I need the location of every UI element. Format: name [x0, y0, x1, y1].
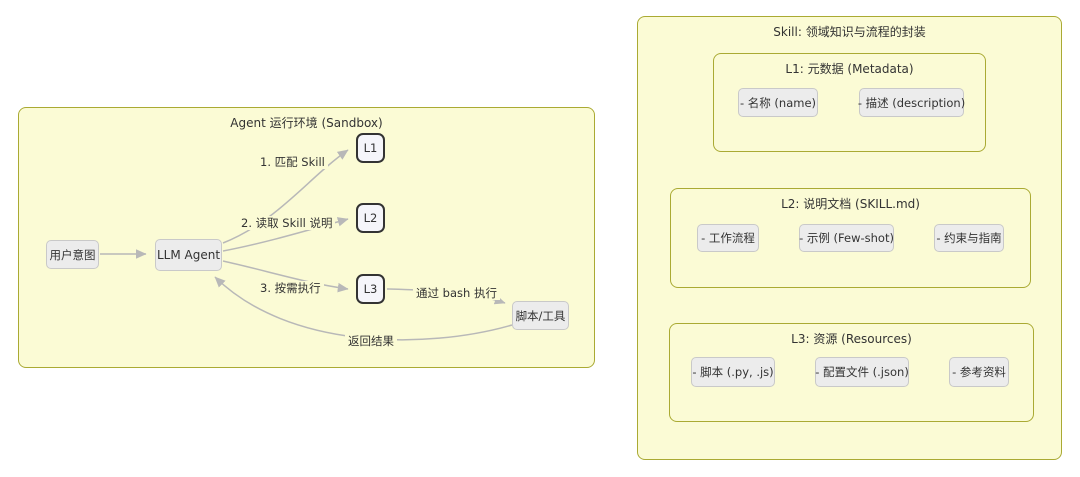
edge-label-via-bash: 通过 bash 执行	[413, 286, 500, 300]
skill-l1-section-title: L1: 元数据 (Metadata)	[785, 62, 914, 76]
node-skill-constraints: - 约束与指南	[934, 224, 1004, 252]
node-skill-scripts: - 脚本 (.py, .js)	[691, 357, 775, 387]
node-script-tool: 脚本/工具	[512, 301, 569, 330]
skill-l3-section-title: L3: 资源 (Resources)	[791, 332, 912, 346]
node-skill-reference: - 参考资料	[949, 357, 1009, 387]
edge-label-exec-on-demand: 3. 按需执行	[257, 281, 324, 295]
edge-label-read-skill: 2. 读取 Skill 说明	[238, 216, 336, 230]
node-llm-agent: LLM Agent	[155, 239, 222, 271]
skill-cluster-title: Skill: 领域知识与流程的封装	[773, 25, 926, 39]
node-skill-name: - 名称 (name)	[738, 88, 818, 117]
edge-label-return-result: 返回结果	[345, 334, 397, 348]
sandbox-cluster: Agent 运行环境 (Sandbox)	[18, 107, 595, 368]
sandbox-cluster-title: Agent 运行环境 (Sandbox)	[230, 116, 383, 130]
node-l2: L2	[356, 203, 385, 233]
node-user-intent: 用户意图	[46, 240, 99, 269]
node-skill-config: - 配置文件 (.json)	[815, 357, 909, 387]
node-l3: L3	[356, 274, 385, 304]
edge-label-match-skill: 1. 匹配 Skill	[257, 155, 328, 169]
node-skill-workflow: - 工作流程	[697, 224, 759, 252]
node-skill-fewshot: - 示例 (Few-shot)	[799, 224, 894, 252]
node-skill-description: - 描述 (description)	[858, 88, 965, 117]
skill-l2-section-title: L2: 说明文档 (SKILL.md)	[781, 197, 920, 211]
node-l1: L1	[356, 133, 385, 163]
